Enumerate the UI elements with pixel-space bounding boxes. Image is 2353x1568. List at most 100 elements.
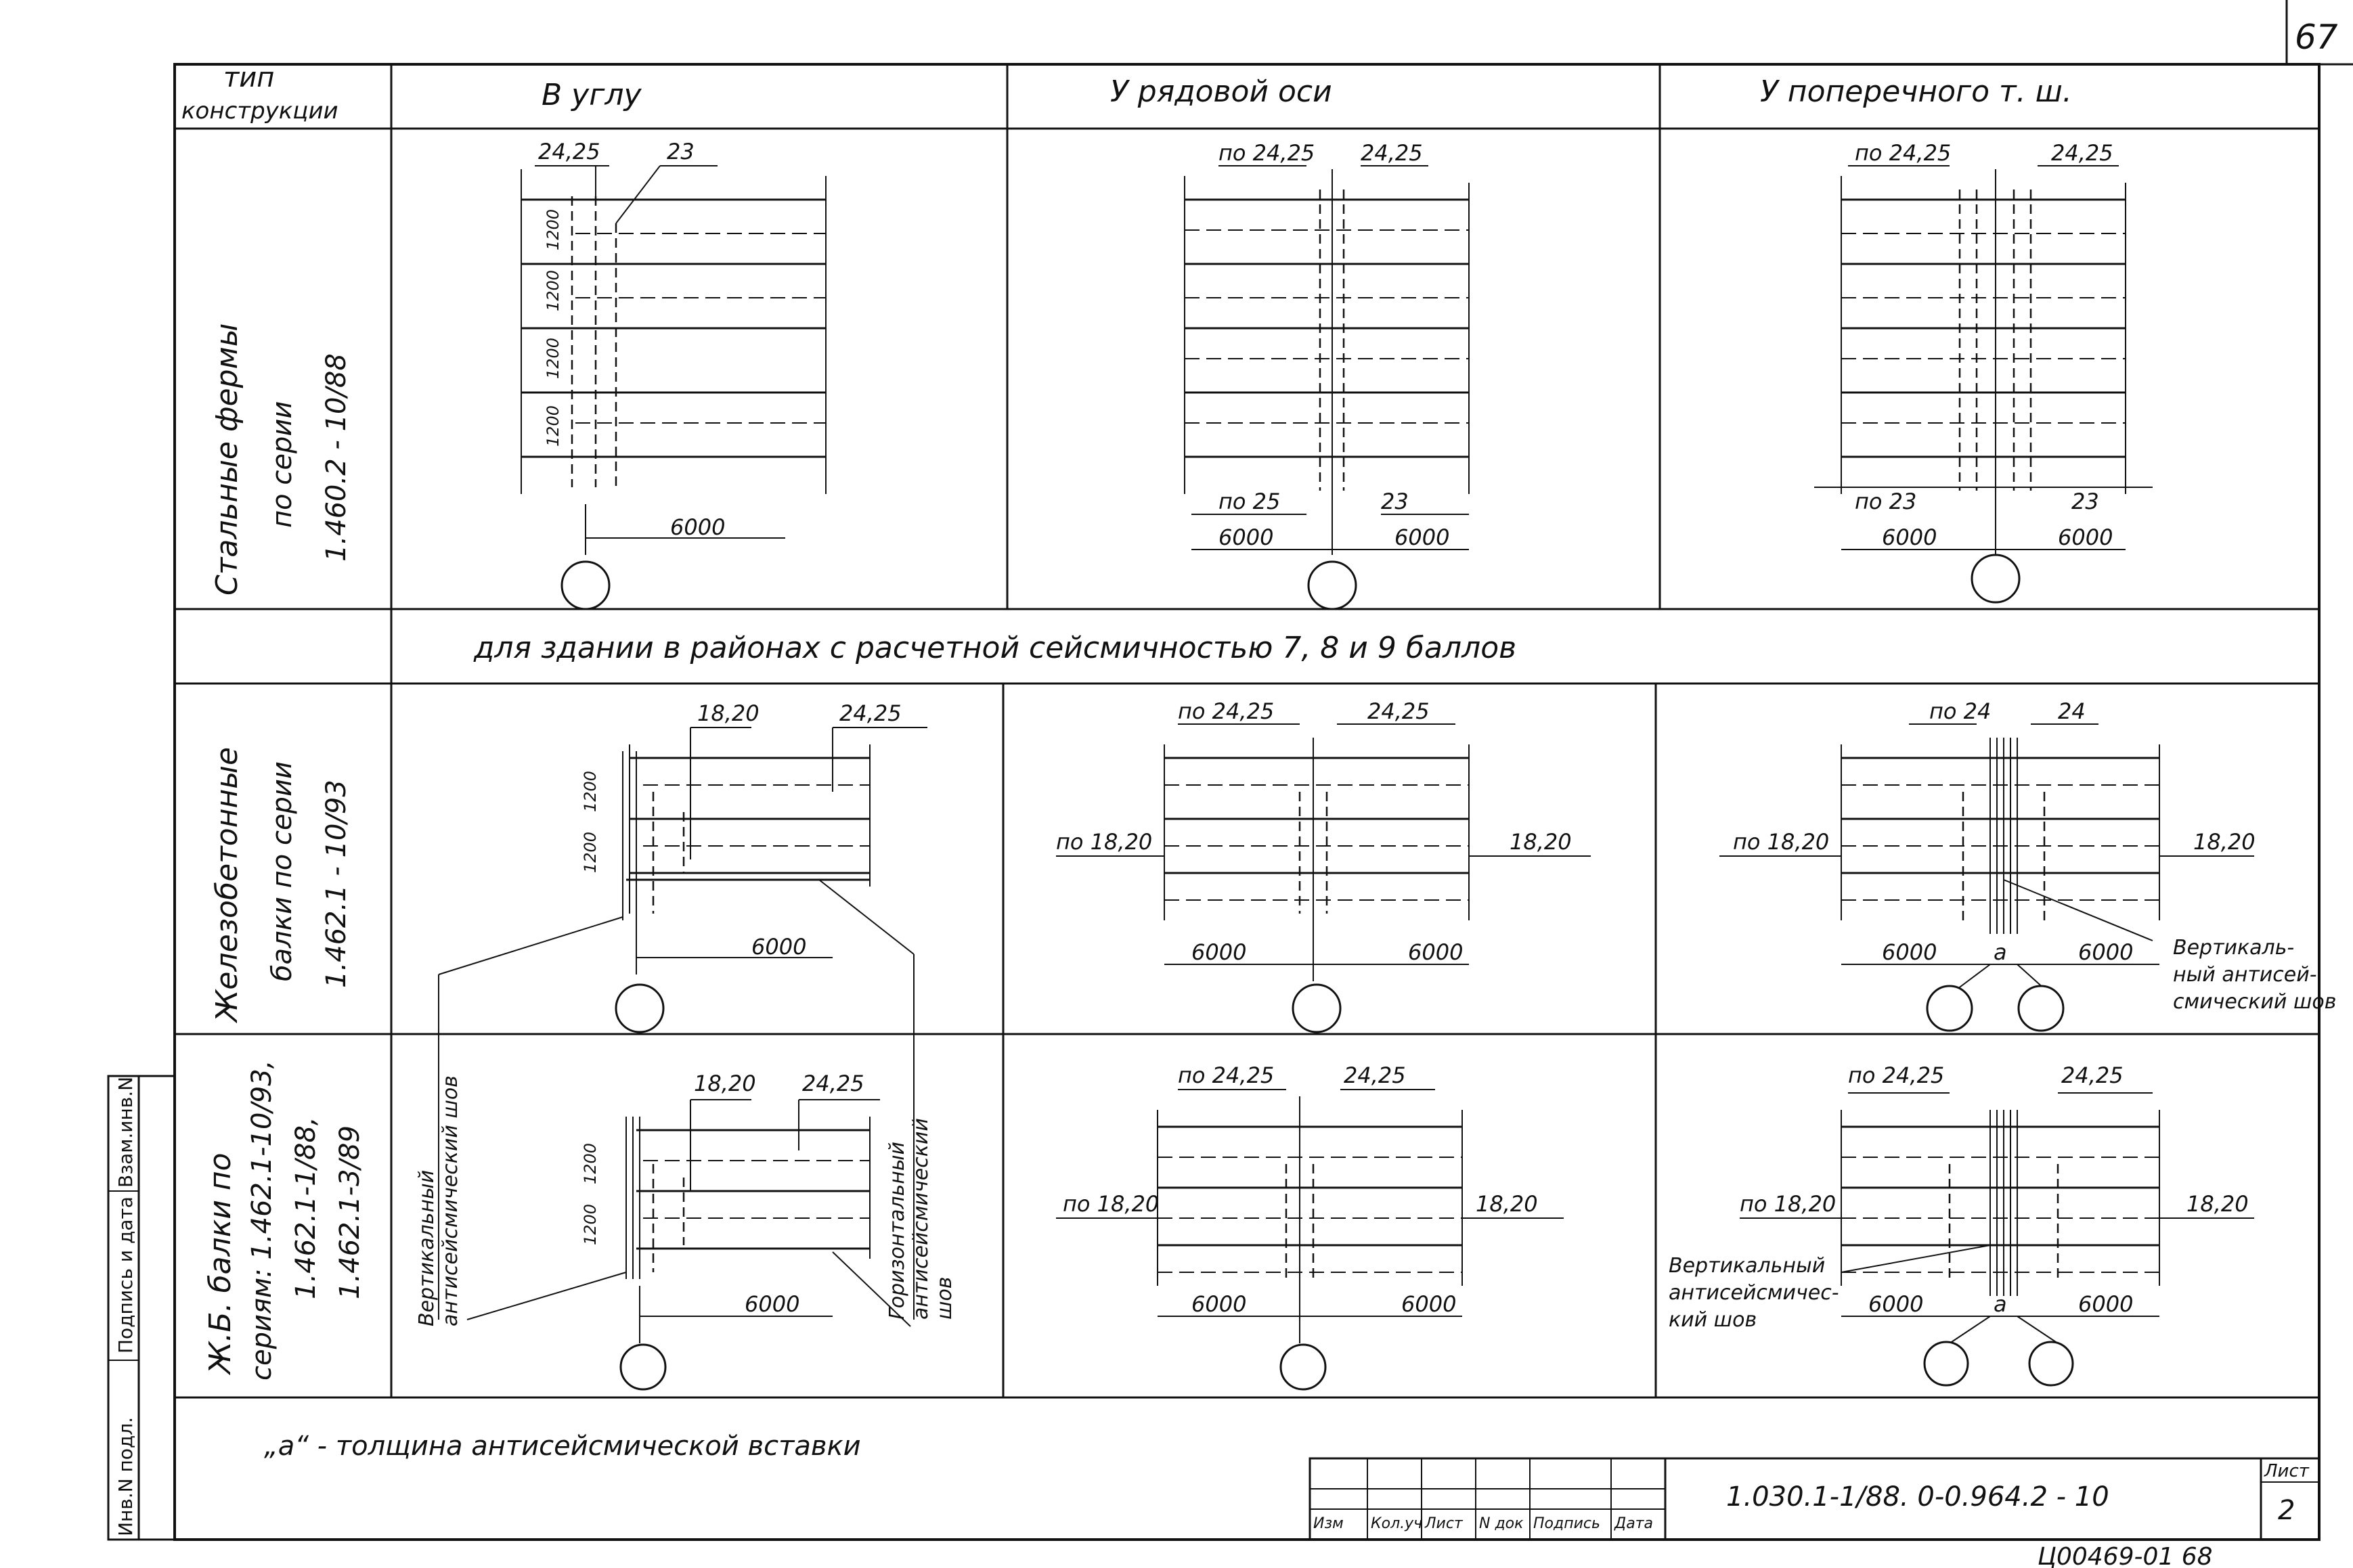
main-frame	[173, 63, 2321, 1541]
seismic-banner: для здании в районах с расчетной сейсмич…	[473, 631, 1516, 665]
detail-steel-row-axis: по 24,25 24,25 по 25 23 6000 6000	[1184, 140, 1470, 610]
dim-label: a	[1994, 1291, 2007, 1317]
note-label: Вертикаль-	[2173, 936, 2294, 960]
sheet-number: 67	[2295, 18, 2338, 57]
dim-label: 6000	[670, 514, 725, 540]
detail-rc2-corner: 18,20 24,25 6000 1200 1200 Вертикальный …	[415, 1071, 956, 1391]
dim-label: 24,25	[538, 139, 600, 164]
dim-label: a	[1994, 939, 2007, 965]
stamp-sheet-label: Лист	[2264, 1461, 2310, 1481]
dim-label: 6000	[1401, 1291, 1456, 1317]
dim-label: 23	[1381, 489, 1409, 514]
stamp-col-ndok: N док	[1479, 1515, 1524, 1532]
note-label: антисейсмический шов	[439, 1075, 462, 1326]
row3-label-1: Ж.Б. балки по	[203, 1152, 238, 1376]
note-label: ный антисей-	[2173, 963, 2317, 987]
header-row: тип конструкции В углу У рядовой оси У п…	[181, 62, 2072, 125]
dim-label: по 24,25	[1178, 698, 1274, 724]
detail-rc-corner: 18,20 24,25 6000 1200 1200	[438, 700, 927, 1320]
dim-label: 1200	[544, 270, 563, 311]
dim-label: 24,25	[2051, 140, 2113, 166]
type-label-1: тип	[223, 62, 274, 93]
detail-steel-transverse: по 24,25 24,25 по 23 23 6000 6000	[1814, 140, 2153, 604]
dim-label: по 18,20	[1056, 829, 1152, 855]
dim-label: 18,20	[1510, 829, 1572, 855]
dim-label: 6000	[2078, 1291, 2133, 1317]
dim-label: 1200	[581, 771, 600, 812]
dim-label: 18,20	[694, 1071, 756, 1096]
note-label: антисейсмический	[909, 1118, 933, 1320]
stamp-col-data: Дата	[1614, 1515, 1653, 1532]
stamp-col-list: Лист	[1424, 1515, 1464, 1532]
note-label: антисейсмичес-	[1669, 1281, 1839, 1305]
dim-label: по 24,25	[1855, 140, 1951, 166]
detail-steel-corner: 24,25 23 6000 1200 1200 1200 1200	[521, 139, 827, 610]
dim-label: 24,25	[1367, 698, 1430, 724]
dim-label: 1200	[544, 209, 563, 250]
note-label: Вертикальный	[1669, 1254, 1825, 1278]
note-label: смический шов	[2173, 990, 2336, 1014]
row3-label-4: 1.462.1-3/89	[334, 1125, 366, 1299]
note-label: Горизонтальный	[885, 1142, 909, 1320]
dim-label: по 25	[1218, 489, 1280, 514]
dim-label: 23	[667, 139, 695, 164]
row2-label-2: балки по серии	[267, 761, 298, 981]
dim-label: 6000	[745, 1291, 799, 1317]
dim-label: 6000	[751, 934, 806, 960]
note-label: Вертикальный	[415, 1170, 439, 1326]
side-stamp-inv-podl: Инв.N подл.	[114, 1417, 137, 1536]
dim-label: 6000	[1218, 524, 1273, 550]
column-header-transverse: У поперечного т. ш.	[1760, 74, 2072, 109]
dim-label: 24,25	[2061, 1062, 2124, 1088]
row2-label-3: 1.462.1 - 10/93	[321, 780, 352, 988]
dim-label: 1200	[581, 1143, 600, 1184]
dim-label: 6000	[1191, 1291, 1246, 1317]
dim-label: 6000	[1868, 1291, 1923, 1317]
dim-label: 6000	[1191, 939, 1246, 965]
dim-label: по 24,25	[1848, 1062, 1944, 1088]
title-block: Изм Кол.уч Лист N док Подпись Дата 1.030…	[1309, 1457, 2321, 1541]
dim-label: по 24,25	[1178, 1062, 1274, 1088]
column-header-corner: В углу	[542, 78, 642, 112]
stamp-col-izm: Изм	[1313, 1515, 1344, 1532]
dim-label: 23	[2071, 489, 2099, 514]
dim-label: по 24,25	[1218, 140, 1315, 166]
detail-rc-transverse: по 24 24 по 18,20 18,20 6000 a 6000 Верт…	[1719, 698, 2336, 1032]
stamp-col-podpis: Подпись	[1533, 1515, 1600, 1532]
detail-rc2-row-axis: по 24,25 24,25 по 18,20 18,20 6000 6000	[1056, 1062, 1564, 1391]
stamp-col-kolich: Кол.уч	[1371, 1515, 1422, 1532]
dim-label: по 18,20	[1740, 1191, 1836, 1217]
note-label: шов	[933, 1277, 956, 1320]
dim-label: 6000	[1394, 524, 1449, 550]
row1-label-3: 1.460.2 - 10/88	[321, 353, 352, 562]
archive-number: Ц00469-01 68	[2038, 1543, 2213, 1568]
dim-label: 24	[2058, 698, 2086, 724]
dim-label: 1200	[544, 405, 563, 447]
dim-label: по 24	[1929, 698, 1991, 724]
type-label-2: конструкции	[181, 97, 338, 125]
dim-label: 18,20	[1476, 1191, 1538, 1217]
footnote: „a“ - толщина антисейсмической вставки	[264, 1431, 861, 1462]
dim-label: 24,25	[1344, 1062, 1406, 1088]
dim-label: 1200	[581, 832, 600, 873]
dim-label: 24,25	[1361, 140, 1423, 166]
dim-label: по 18,20	[1733, 829, 1829, 855]
dim-label: 1200	[581, 1204, 600, 1245]
dim-label: по 23	[1855, 489, 1916, 514]
dim-label: 24,25	[839, 700, 902, 726]
dim-label: 6000	[1408, 939, 1463, 965]
detail-rc-row-axis: по 24,25 24,25 по 18,20 18,20 6000 6000	[1056, 698, 1591, 1033]
row-labels: Стальные фермы по серии 1.460.2 - 10/88 …	[203, 323, 366, 1381]
dim-label: 18,20	[2193, 829, 2256, 855]
row1-label-1: Стальные фермы	[210, 323, 244, 596]
note-label: кий шов	[1669, 1308, 1757, 1332]
stamp-sheet-value: 2	[2278, 1495, 2295, 1526]
side-stamp: Инв.N подл. Подпись и дата Взам.инв.N	[107, 1075, 175, 1541]
detail-rc2-transverse: по 24,25 24,25 по 18,20 18,20 6000 a 600…	[1669, 1062, 2254, 1387]
dim-label: 6000	[1882, 524, 1937, 550]
dim-label: по 18,20	[1063, 1191, 1159, 1217]
column-header-row-axis: У рядовой оси	[1110, 74, 1332, 109]
row3-label-2: сериям: 1.462.1-10/93,	[246, 1060, 278, 1381]
dim-label: 6000	[2078, 939, 2133, 965]
